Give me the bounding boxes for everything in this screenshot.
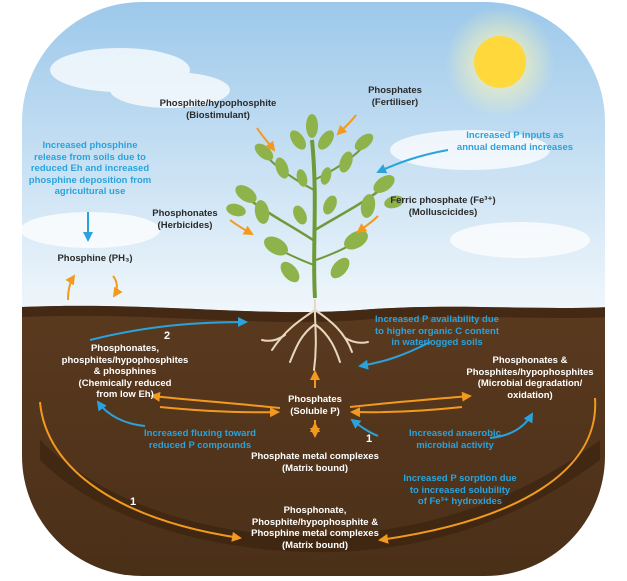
reduced-compounds-label: Phosphonates, phosphites/hypophosphites … xyxy=(61,343,189,400)
phosphite-biostimulant-label: Phosphite/hypophosphite (Biostimulant) xyxy=(159,98,277,121)
step-number-1-center: 1 xyxy=(366,433,373,445)
phosphonates-herbicides-label: Phosphonates (Herbicides) xyxy=(152,208,218,231)
roots xyxy=(261,299,369,371)
phosphine-release-label: Increased phosphine release from soils d… xyxy=(28,140,152,197)
bottom-complexes-label: Phosphonate, Phosphite/hypophosphite & P… xyxy=(251,505,379,551)
phosphine-label: Phosphine (PH₃) xyxy=(57,253,133,264)
blue-arrows xyxy=(83,149,533,439)
anaerobic-label: Increased anaerobic microbial activity xyxy=(409,428,501,451)
sun-icon xyxy=(474,36,526,88)
soluble-p-label: Phosphates (Soluble P) xyxy=(288,394,342,417)
ferric-phosphate-label: Ferric phosphate (Fe³⁺) (Molluscicides) xyxy=(390,195,496,218)
phosphates-fertiliser-label: Phosphates (Fertiliser) xyxy=(368,85,422,108)
clouds xyxy=(22,48,590,258)
step-number-1-bottom: 1 xyxy=(130,496,137,508)
soil-surface xyxy=(22,305,605,323)
fluxing-label: Increased fluxing toward reduced P compo… xyxy=(144,428,256,451)
p-sorption-label: Increased P sorption due to increased so… xyxy=(403,473,517,507)
metal-complexes-label: Phosphate metal complexes (Matrix bound) xyxy=(251,451,379,474)
microbial-compounds-label: Phosphonates & Phosphites/hypophosphites… xyxy=(466,355,594,401)
step-number-2: 2 xyxy=(164,330,171,342)
plant xyxy=(226,114,404,299)
orange-arrows xyxy=(39,114,597,544)
p-availability-label: Increased P availability due to higher o… xyxy=(374,314,500,348)
p-inputs-label: Increased P inputs as annual demand incr… xyxy=(456,130,574,153)
